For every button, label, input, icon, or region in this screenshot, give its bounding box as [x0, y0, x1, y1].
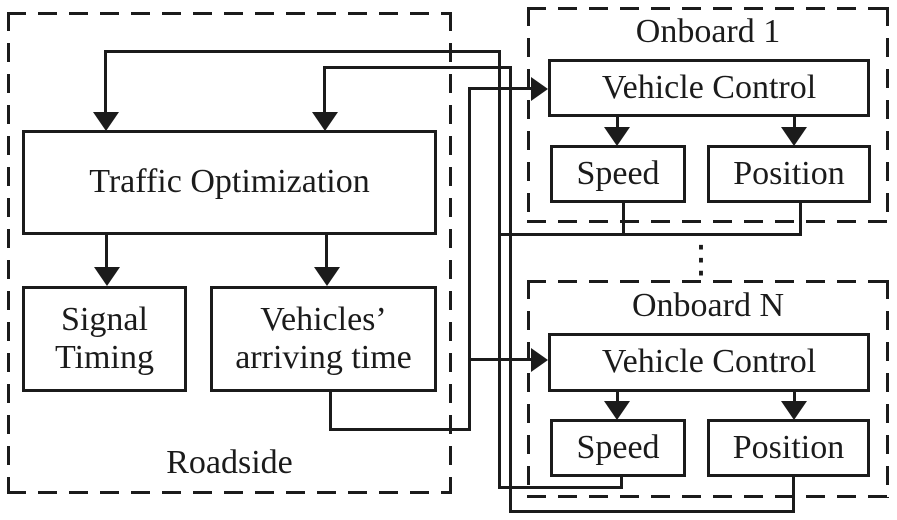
roadside-group-box	[7, 12, 452, 494]
vehicles-arriving-label-line1: Vehicles’	[260, 300, 387, 338]
edge-feedback-a-top-horizontal	[104, 50, 501, 53]
traffic-optimization-label: Traffic Optimization	[89, 163, 370, 201]
arrowhead-into-vehicle-control-n	[531, 348, 548, 372]
arrowhead-into-speed-1	[604, 127, 630, 146]
arrowhead-into-traffic-optimization-right	[312, 112, 338, 131]
edge-arriving-time-bus-vertical	[468, 87, 471, 431]
vehicle-control-n-box: Vehicle Control	[548, 333, 870, 392]
edge-position-n-output-vertical	[792, 476, 795, 513]
arrowhead-into-position-n	[781, 401, 807, 420]
edge-vcn-to-speed-vertical	[616, 392, 619, 402]
edge-into-vehicle-control-n-horizontal	[468, 358, 532, 361]
edge-position-1-output-vertical	[799, 202, 802, 236]
signal-timing-label-line1: Signal	[61, 300, 148, 338]
vehicle-control-1-label: Vehicle Control	[601, 68, 817, 106]
roadside-group-label: Roadside	[166, 444, 293, 481]
edge-feedback-bus-1-vertical	[498, 50, 501, 488]
onboard-1-group-label: Onboard 1	[635, 13, 781, 50]
edge-position-n-output-horizontal	[509, 510, 795, 513]
arrowhead-into-traffic-optimization-left	[93, 112, 119, 131]
onboard-n-group-label: Onboard N	[631, 287, 785, 324]
edge-to-arriving-time-vertical	[325, 235, 328, 268]
signal-timing-label-line2: Timing	[55, 339, 154, 376]
edge-into-vehicle-control-1-horizontal	[468, 87, 532, 90]
arrowhead-into-vehicle-control-1	[531, 77, 548, 101]
edge-speed-n-output-vertical	[620, 476, 623, 489]
traffic-optimization-box: Traffic Optimization	[22, 130, 437, 235]
position-n-box: Position	[707, 419, 870, 477]
vehicle-control-1-box: Vehicle Control	[548, 59, 870, 117]
position-1-box: Position	[707, 145, 871, 203]
speed-1-label: Speed	[576, 154, 660, 192]
position-1-label: Position	[733, 154, 845, 192]
speed-1-box: Speed	[550, 145, 686, 203]
edge-speed-n-output-horizontal	[498, 486, 623, 489]
edge-to-signal-timing-vertical	[105, 235, 108, 268]
edge-feedback-b-drop-vertical	[323, 66, 326, 113]
vehicle-control-n-label: Vehicle Control	[601, 343, 817, 381]
speed-n-box: Speed	[550, 419, 686, 477]
edge-onboard-1-outputs-horizontal	[498, 233, 802, 236]
edge-arriving-time-output-vertical	[329, 391, 332, 431]
arrowhead-into-position-1	[781, 127, 807, 146]
arrowhead-into-speed-n	[604, 401, 630, 420]
vehicles-arriving-label-line2: arriving time	[235, 339, 412, 376]
speed-n-label: Speed	[576, 428, 660, 466]
vehicles-arriving-time-box: Vehicles’ arriving time	[210, 286, 437, 392]
edge-speed-1-output-vertical	[622, 202, 625, 236]
edge-vc1-to-position-vertical	[793, 117, 796, 128]
edge-vc1-to-speed-vertical	[616, 117, 619, 128]
signal-timing-box: Signal Timing	[22, 286, 187, 392]
edge-feedback-b-top-horizontal	[323, 66, 512, 69]
onboard-ellipsis: ⋮	[682, 237, 720, 281]
edge-arriving-time-output-horizontal	[329, 428, 471, 431]
edge-feedback-a-drop-vertical	[104, 50, 107, 113]
edge-vcn-to-position-vertical	[793, 392, 796, 402]
position-n-label: Position	[732, 428, 845, 466]
arrowhead-into-signal-timing	[94, 267, 120, 286]
edge-feedback-bus-2-vertical	[509, 66, 512, 512]
arrowhead-into-arriving-time	[314, 267, 340, 286]
